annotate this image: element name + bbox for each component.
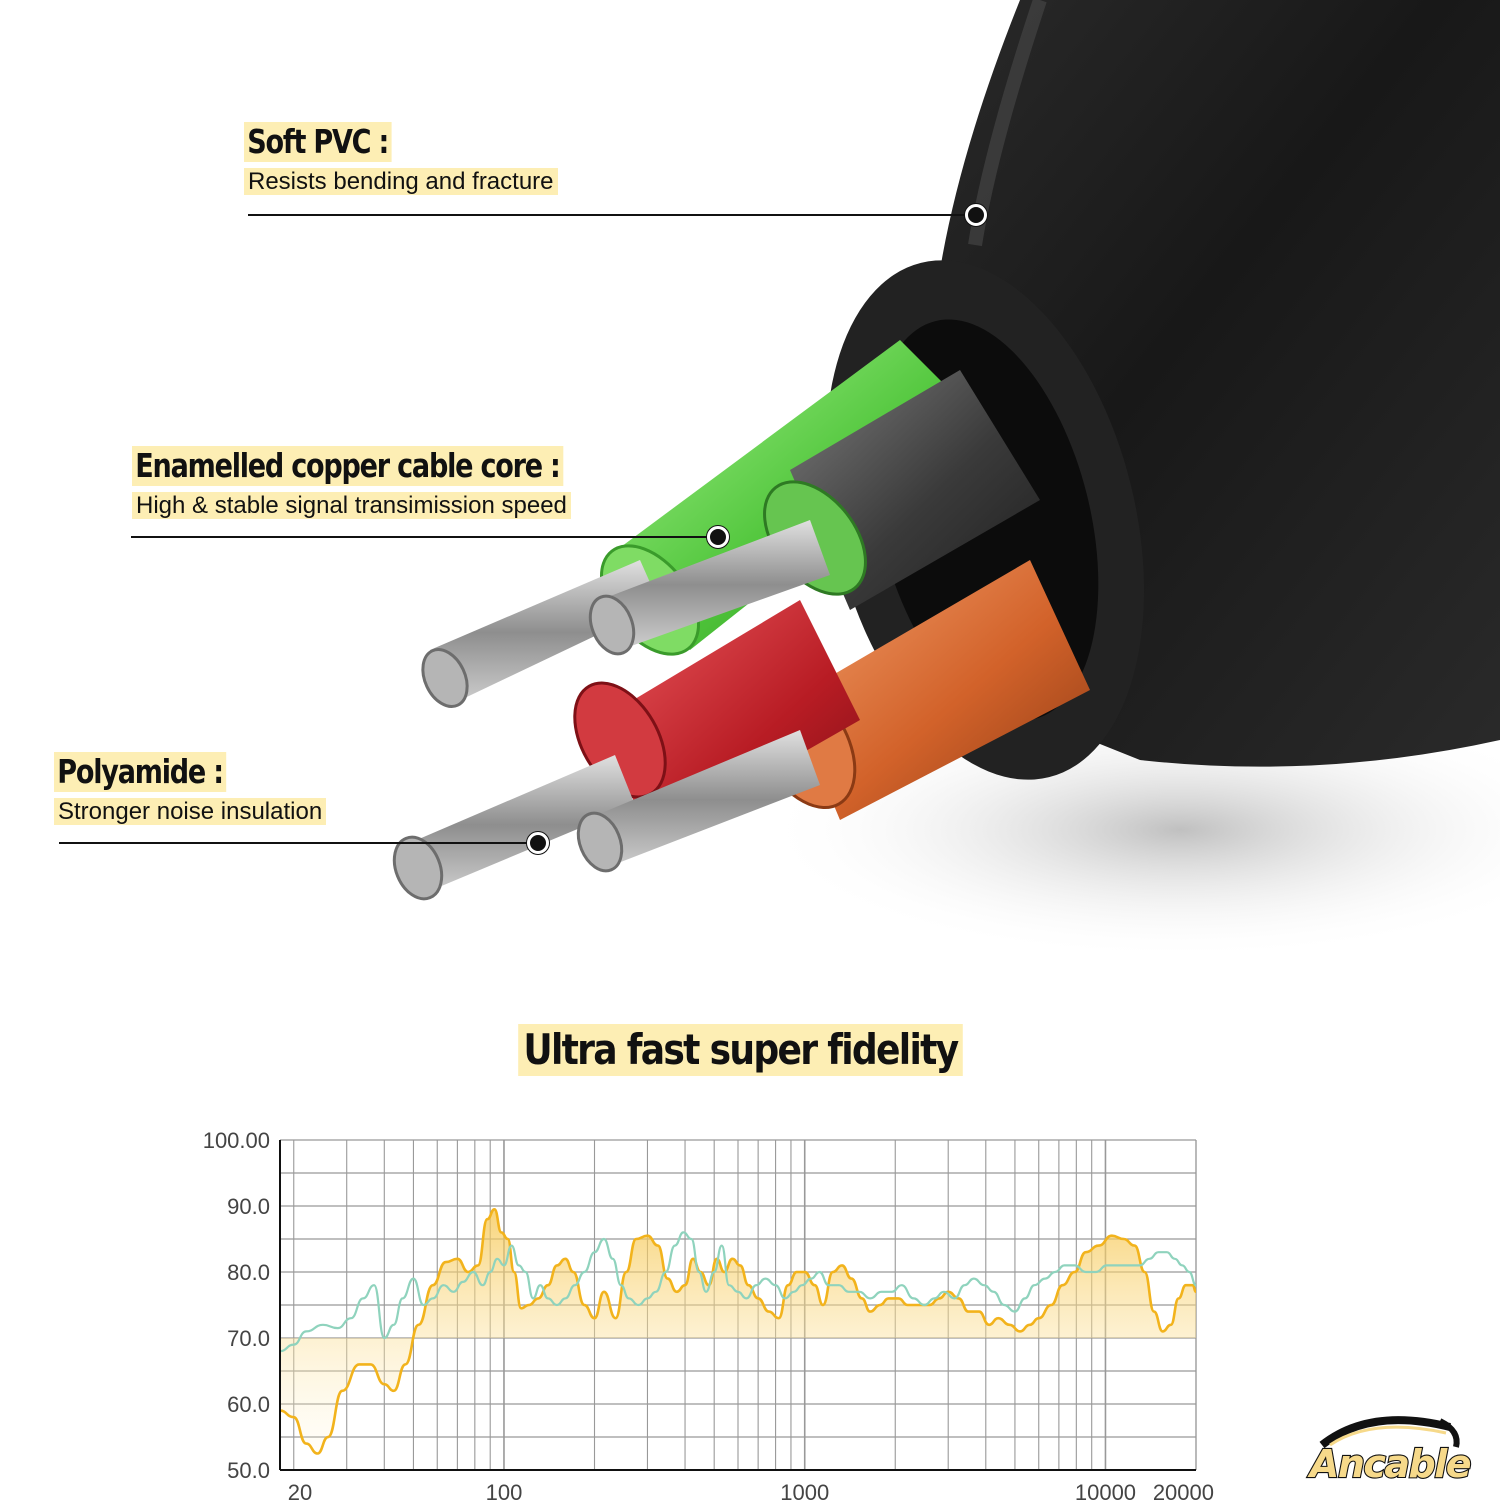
silver-conductor-2 xyxy=(600,520,830,650)
x-tick-label: 1000 xyxy=(780,1480,829,1500)
callout-title: Enamelled copper cable core : xyxy=(132,446,563,486)
pointer-dot-soft-pvc xyxy=(965,204,987,226)
silver-conductor-4 xyxy=(585,730,820,870)
logo-swoosh-inner xyxy=(1329,1425,1447,1447)
headline-text: Ultra fast super fidelity xyxy=(517,1024,963,1076)
leader-line-soft-pvc xyxy=(248,214,976,216)
y-tick-label: 90.0 xyxy=(227,1194,270,1219)
axes xyxy=(279,1140,1196,1471)
silver-tip-4 xyxy=(576,811,624,873)
ancable-logo: Ancable xyxy=(1306,1416,1473,1485)
x-tick-label: 20 xyxy=(288,1480,312,1500)
leader-line-copper-core xyxy=(131,536,718,538)
silver-tip-2 xyxy=(588,594,636,656)
logo-swoosh-tail xyxy=(1438,1418,1460,1448)
leader-line-polyamide xyxy=(59,842,538,844)
pointer-dot-copper-core xyxy=(707,526,729,548)
callout-copper-core: Enamelled copper cable core : High & sta… xyxy=(132,446,658,520)
x-tick-label: 100 xyxy=(486,1480,523,1500)
y-tick-label: 50.0 xyxy=(227,1458,270,1483)
y-tick-label: 100.00 xyxy=(203,1128,270,1153)
y-tick-label: 60.0 xyxy=(227,1392,270,1417)
series-line-0 xyxy=(280,1207,1196,1455)
silver-conductor-3 xyxy=(405,755,635,895)
callout-polyamide: Polyamide : Stronger noise insulation xyxy=(54,752,327,826)
series-fill-0 xyxy=(280,1209,1196,1454)
x-tick-label: 10000 xyxy=(1075,1480,1136,1500)
y-tick-label: 70.0 xyxy=(227,1326,270,1351)
copper-bundle xyxy=(790,560,1090,820)
red-bundle xyxy=(600,600,860,840)
headline: Ultra fast super fidelity xyxy=(0,1024,1480,1076)
logo-text: Ancable xyxy=(1307,1442,1471,1485)
pointer-dot-polyamide xyxy=(527,832,549,854)
cable-illustration xyxy=(392,0,1500,960)
callout-title: Polyamide : xyxy=(54,752,227,792)
silver-conductors xyxy=(392,520,830,901)
silver-tip-3 xyxy=(392,835,444,901)
silver-tip-1 xyxy=(421,648,469,708)
y-tick-labels: 50.0 60.0 70.0 80.0 90.0 100.00 xyxy=(203,1128,270,1483)
logo-swoosh xyxy=(1319,1416,1451,1449)
series-line-1 xyxy=(280,1231,1196,1353)
x-tick-labels: 20 100 1000 10000 20000 xyxy=(288,1480,1214,1500)
callout-description: High & stable signal transimission speed xyxy=(132,492,571,519)
callout-soft-pvc: Soft PVC : Resists bending and fracture xyxy=(244,122,558,196)
callout-title: Soft PVC : xyxy=(244,122,392,162)
callout-description: Resists bending and fracture xyxy=(244,168,558,195)
y-tick-label: 80.0 xyxy=(227,1260,270,1285)
callout-description: Stronger noise insulation xyxy=(54,798,327,825)
x-tick-label: 20000 xyxy=(1153,1480,1214,1500)
series-layer xyxy=(280,1207,1196,1455)
